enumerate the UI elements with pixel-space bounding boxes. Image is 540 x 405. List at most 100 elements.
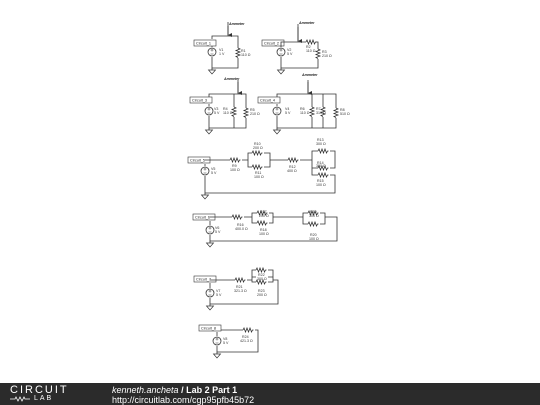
- r7-value: 310 Ω: [316, 111, 326, 115]
- v2-name: V2: [287, 48, 291, 52]
- circuit-1: Circuit_1 Ammeter V1 1 V R1 110 Ω: [193, 22, 251, 75]
- r19-name: R19: [310, 210, 317, 214]
- r20-value: 100 Ω: [309, 237, 319, 241]
- circuit-5-tag: Circuit_5: [190, 159, 205, 163]
- r6-name: R6: [300, 107, 305, 111]
- resistor-logo-icon: [10, 396, 30, 402]
- r12-value: 400 Ω: [287, 169, 297, 173]
- v8-value: 5 V: [223, 341, 229, 345]
- r15-value: 100 Ω: [316, 183, 326, 187]
- r22-value: 300 Ω: [257, 277, 267, 281]
- circuit-2-tag: Circuit_2: [264, 42, 279, 46]
- r24-name: R24: [242, 335, 249, 339]
- r23-value: 200 Ω: [257, 293, 267, 297]
- title-separator: /: [178, 385, 187, 395]
- voltage-source-v2: [276, 47, 286, 57]
- ammeter-4-label: Ammeter: [301, 73, 318, 77]
- r7-name: R7: [316, 107, 321, 111]
- r4-value: 110 Ω: [223, 111, 233, 115]
- resistor-r3: [314, 48, 322, 59]
- circuit-schematic: Circuit_1 Ammeter V1 1 V R1 110 Ω Circui…: [187, 21, 350, 359]
- circuit-7-tag: Circuit_7: [196, 278, 211, 282]
- r13-name: R13: [317, 138, 324, 142]
- r5-name: R5: [250, 108, 255, 112]
- circuit-2: Circuit_2 Ammeter V2 5 V R2 110 Ω R3 210…: [261, 21, 332, 75]
- v5-name: V5: [211, 167, 215, 171]
- v8-name: V8: [223, 337, 227, 341]
- resistor-r7: [319, 106, 327, 117]
- resistor-r5: [242, 107, 250, 118]
- resistor-r14: [317, 164, 329, 172]
- ground-1: [208, 67, 216, 75]
- v7-name: V7: [216, 289, 220, 293]
- resistor-r12: [287, 156, 299, 164]
- v1-name: V1: [219, 48, 223, 52]
- r9-value: 100 Ω: [230, 168, 240, 172]
- voltage-source-v5: [200, 166, 210, 176]
- v5-value: 5 V: [211, 171, 217, 175]
- r14-name: R14: [317, 161, 324, 165]
- r21-value: 321.3 Ω: [234, 289, 247, 293]
- r22-name: R22: [258, 273, 265, 277]
- circuit-7: Circuit_7 V7 5 V R21 321.3 Ω R22 300 Ω R…: [193, 266, 279, 311]
- r17-value: 200 Ω: [259, 214, 269, 218]
- r1-value: 110 Ω: [241, 53, 251, 57]
- r1-name: R1: [241, 49, 246, 53]
- resistor-r9: [229, 156, 241, 164]
- circuit-4-tag: Circuit_4: [260, 99, 275, 103]
- r12-name: R12: [289, 165, 296, 169]
- resistor-r1: [234, 47, 242, 58]
- voltage-source-v7: [205, 288, 215, 298]
- r10-value: 200 Ω: [253, 146, 263, 150]
- r24-value: 421.3 Ω: [240, 339, 253, 343]
- ammeter-1-label: Ammeter: [228, 22, 245, 26]
- logo-text-bottom: LAB: [34, 395, 54, 402]
- ammeter-2-label: Ammeter: [298, 21, 315, 25]
- v3-value: 5 V: [214, 111, 220, 115]
- v7-value: 5 V: [216, 293, 222, 297]
- circuit-3-tag: Circuit_3: [192, 99, 207, 103]
- resistor-r10: [251, 149, 263, 157]
- resistor-r8: [332, 107, 340, 118]
- r9-name: R9: [232, 164, 237, 168]
- circuit-4: Circuit_4 Ammeter V4 5 V R6 110 Ω R7 310…: [257, 73, 350, 135]
- v3-name: V3: [214, 107, 218, 111]
- resistor-r24: [242, 326, 254, 334]
- r19-value: 300 Ω: [309, 214, 319, 218]
- r11-value: 100 Ω: [254, 175, 264, 179]
- r13-value: 300 Ω: [316, 142, 326, 146]
- author-link[interactable]: kenneth.ancheta: [112, 385, 179, 395]
- circuit-title[interactable]: Lab 2 Part 1: [186, 385, 238, 395]
- voltage-source-v1: [207, 47, 217, 57]
- v4-name: V4: [285, 107, 289, 111]
- resistor-r6: [308, 106, 316, 117]
- r18-name: R18: [260, 228, 267, 232]
- r8-name: R8: [340, 108, 345, 112]
- voltage-source-v8: [212, 336, 222, 346]
- r11-name: R11: [255, 171, 261, 175]
- author-title-line: kenneth.ancheta / Lab 2 Part 1: [112, 385, 237, 395]
- r3-name: R3: [322, 50, 327, 54]
- resistor-r2: [305, 38, 317, 46]
- circuit-8: Circuit_8 V8 5 V R24 421.3 Ω: [198, 324, 259, 359]
- resistor-r20: [307, 220, 319, 228]
- circuit-5: Circuit_5 V5 5 V R9 100 Ω R10 200 Ω R11 …: [187, 138, 336, 200]
- footer-bar: CIRCUIT LAB kenneth.ancheta / Lab 2 Part…: [0, 383, 540, 405]
- resistor-r19: [307, 209, 319, 217]
- voltage-source-v3: [204, 106, 214, 116]
- v4-value: 5 V: [285, 111, 291, 115]
- r15-name: R15: [317, 179, 324, 183]
- resistor-r17: [256, 209, 268, 217]
- resistor-r11: [251, 163, 263, 171]
- circuit-url[interactable]: http://circuitlab.com/cgp95pfb45b72: [112, 395, 255, 405]
- r20-name: R20: [310, 233, 317, 237]
- circuit-6: Circuit_6 V6 5 V R16 400.0 Ω R17 200 Ω R…: [192, 209, 338, 248]
- resistor-r13: [317, 147, 329, 155]
- circuit-3: Circuit_3 Ammeter V3 5 V R4 110 Ω R5 210…: [189, 77, 260, 135]
- circuit-1-tag: Circuit_1: [196, 42, 211, 46]
- circuitlab-logo[interactable]: CIRCUIT LAB: [10, 385, 96, 403]
- resistor-r16: [231, 213, 243, 221]
- resistor-r23: [255, 278, 267, 286]
- v1-value: 1 V: [219, 52, 225, 56]
- v2-value: 5 V: [287, 52, 293, 56]
